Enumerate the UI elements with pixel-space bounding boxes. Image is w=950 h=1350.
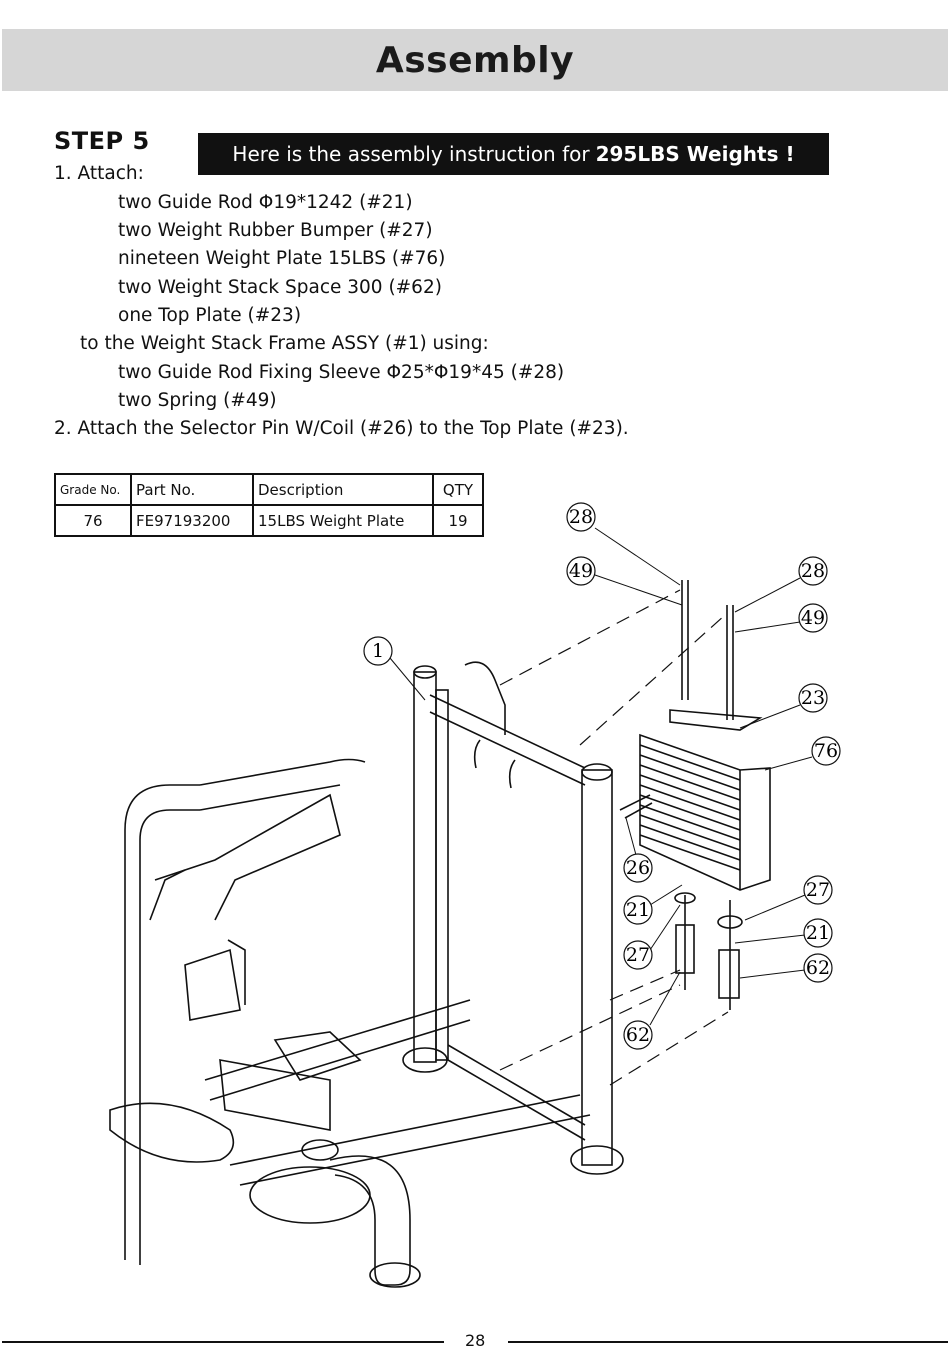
footer-rule-left (2, 1341, 444, 1343)
callout-62-left: 62 (623, 1020, 653, 1050)
callout-text: 21 (806, 922, 830, 944)
callout-text: 27 (806, 879, 830, 901)
page-number: 28 (465, 1331, 486, 1350)
callout-21-left: 21 (623, 895, 653, 925)
callout-62-right: 62 (803, 953, 833, 983)
cell-qty: 19 (432, 504, 484, 537)
callout-76: 76 (811, 736, 841, 766)
attach-item: two Weight Stack Space 300 (#62) (118, 277, 442, 298)
step-title: STEP 5 (54, 127, 150, 155)
callout-27-left: 27 (623, 940, 653, 970)
table-row: 76 FE97193200 15LBS Weight Plate 19 (54, 504, 484, 537)
weight-banner: Here is the assembly instruction for 295… (198, 133, 829, 175)
attach-item: nineteen Weight Plate 15LBS (#76) (118, 248, 446, 269)
header-qty: QTY (432, 473, 484, 506)
callout-text: 26 (626, 857, 650, 879)
callout-21-right: 21 (803, 918, 833, 948)
callout-leaders (389, 527, 813, 1026)
cell-grade: 76 (54, 504, 132, 537)
attach-item: two Guide Rod Φ19*1242 (#21) (118, 192, 413, 213)
callout-text: 28 (801, 560, 825, 582)
header-grade: Grade No. (54, 473, 132, 506)
step2-text: 2. Attach the Selector Pin W/Coil (#26) … (54, 418, 629, 439)
callout-1: 1 (363, 636, 393, 666)
machine-illustration (109, 580, 771, 1288)
callout-text: 76 (814, 740, 838, 762)
callout-text: 62 (626, 1024, 650, 1046)
callout-text: 1 (372, 640, 384, 662)
callout-26: 26 (623, 853, 653, 883)
banner-text: Here is the assembly instruction for (232, 142, 590, 166)
cell-part-no: FE97193200 (130, 504, 254, 537)
callout-text: 27 (626, 944, 650, 966)
callout-text: 21 (626, 899, 650, 921)
callout-text: 49 (801, 607, 825, 629)
callout-text: 49 (569, 560, 593, 582)
callout-text: 28 (569, 506, 593, 528)
attach-item: two Weight Rubber Bumper (#27) (118, 220, 433, 241)
parts-table: Grade No. Part No. Description QTY 76 FE… (54, 473, 484, 537)
table-header-row: Grade No. Part No. Description QTY (54, 473, 484, 506)
callout-text: 23 (801, 687, 825, 709)
to-frame-text: to the Weight Stack Frame ASSY (#1) usin… (80, 333, 489, 354)
callout-23: 23 (798, 683, 828, 713)
attach-label: 1. Attach: (54, 163, 144, 184)
page-title: Assembly (375, 39, 575, 81)
header-part-no: Part No. (130, 473, 254, 506)
footer-rule-right (508, 1341, 948, 1343)
using-item: two Guide Rod Fixing Sleeve Φ25*Φ19*45 (… (118, 362, 565, 383)
callout-labels: 28 49 28 49 1 23 76 26 21 27 27 21 62 62 (363, 502, 841, 1050)
callout-49-right: 49 (798, 603, 828, 633)
callout-28-top: 28 (566, 502, 596, 532)
callout-27-right: 27 (803, 875, 833, 905)
callout-text: 62 (806, 957, 830, 979)
callout-49-left: 49 (566, 556, 596, 586)
banner-bold-text: 295LBS Weights ! (595, 142, 795, 166)
callout-28-right: 28 (798, 556, 828, 586)
assembly-dashed-lines (499, 589, 729, 1086)
header-description: Description (252, 473, 434, 506)
using-item: two Spring (#49) (118, 390, 277, 411)
attach-item: one Top Plate (#23) (118, 305, 302, 326)
page-header: Assembly (2, 29, 948, 91)
cell-description: 15LBS Weight Plate (252, 504, 434, 537)
